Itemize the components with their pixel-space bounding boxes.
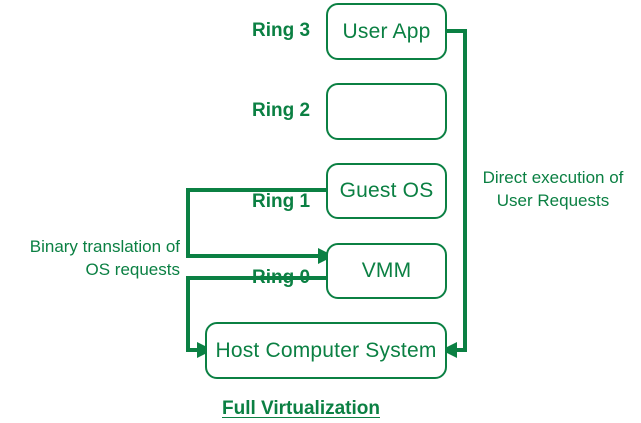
box-host-computer-system[interactable]: Host Computer System: [205, 322, 447, 379]
box-user-app[interactable]: User App: [326, 3, 447, 60]
ring-label-2: Ring 2: [252, 100, 311, 121]
direct-execution-connector: [447, 29, 467, 352]
box-ring2-empty[interactable]: [326, 83, 447, 140]
annotation-binary-translation: Binary translation of OS requests: [29, 237, 180, 279]
ring-label-3: Ring 3: [252, 20, 311, 41]
ring-label-0: Ring 0: [252, 267, 311, 288]
ring-label-1: Ring 1: [252, 191, 311, 212]
binary-translation-connector-vmm-host: [186, 276, 326, 352]
box-guest-os[interactable]: Guest OS: [326, 163, 447, 219]
annotation-direct-execution: Direct execution of User Requests: [482, 168, 624, 210]
direct-execution-arrowhead: [441, 342, 457, 358]
diagram-title: Full Virtualization: [222, 398, 380, 419]
box-vmm[interactable]: VMM: [326, 243, 447, 299]
binary-translation-connector-guestos-vmm: [186, 188, 326, 258]
